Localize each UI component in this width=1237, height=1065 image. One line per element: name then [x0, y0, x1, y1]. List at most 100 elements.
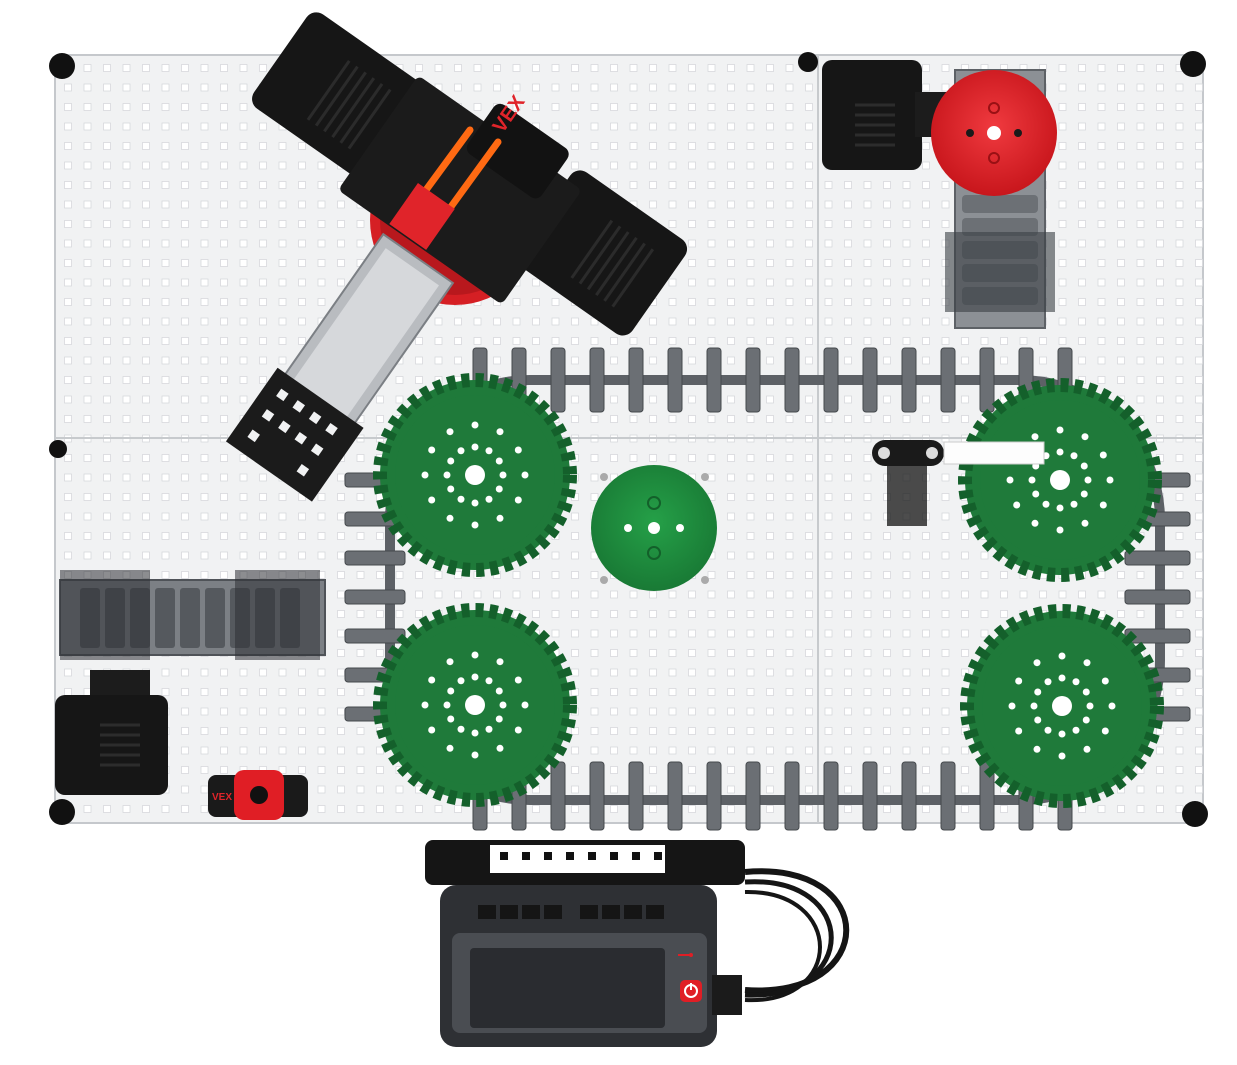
sprocket-hole: [1082, 688, 1090, 696]
chain-link: [784, 761, 800, 831]
sprocket-hole: [1072, 678, 1080, 686]
chain-link: [344, 550, 406, 566]
sprocket-hole: [499, 471, 507, 479]
sprocket-hole: [1070, 452, 1078, 460]
sprocket-hole: [428, 676, 436, 684]
sprocket-hole: [1083, 745, 1091, 753]
sprocket-hole: [428, 726, 436, 734]
sprocket-holes: [421, 421, 1116, 760]
chain-link: [979, 347, 995, 413]
sprocket-hole: [1056, 426, 1064, 434]
sprocket-hole: [1033, 745, 1041, 753]
sprocket-hole: [428, 496, 436, 504]
sprocket-hole: [495, 485, 503, 493]
sprocket-hole: [446, 744, 454, 752]
sprocket-hole: [495, 457, 503, 465]
sprocket-hole: [471, 443, 479, 451]
sprocket-hole: [1008, 702, 1016, 710]
sprocket-hole: [485, 677, 493, 685]
sprocket-hole: [471, 751, 479, 759]
sprocket-hole: [428, 446, 436, 454]
sprocket-hole: [1106, 476, 1114, 484]
sprocket-hole: [1058, 752, 1066, 760]
sprocket-hole: [496, 744, 504, 752]
sprocket-hole: [471, 499, 479, 507]
sprocket-hole: [1081, 519, 1089, 527]
sprocket-hole: [514, 676, 522, 684]
sprocket-hole: [499, 701, 507, 709]
chain-link: [589, 761, 605, 831]
sprocket-hole: [446, 514, 454, 522]
power-icon: [680, 980, 702, 1002]
chain-link: [862, 761, 878, 831]
sprocket-hole: [1099, 451, 1107, 459]
sprocket-hole: [421, 471, 429, 479]
sprocket-hole: [447, 715, 455, 723]
sprocket-hole: [1101, 727, 1109, 735]
chain-link: [344, 628, 406, 644]
chain-link: [862, 347, 878, 413]
chain-link: [667, 347, 683, 413]
sprocket-hole: [1108, 702, 1116, 710]
sprocket-hole: [457, 447, 465, 455]
sprocket-hole: [514, 446, 522, 454]
sprocket-hole: [1072, 726, 1080, 734]
sprocket-hole: [1080, 462, 1088, 470]
sprocket-hole: [1015, 677, 1023, 685]
usb-icon: [678, 953, 693, 957]
sprocket-hole: [471, 673, 479, 681]
chain-link: [784, 347, 800, 413]
sprocket-hole: [514, 496, 522, 504]
sprocket-hole: [495, 687, 503, 695]
sprocket-top-right: [958, 378, 1162, 582]
linear-slide: [59, 570, 326, 660]
sprocket-hole: [514, 726, 522, 734]
sprocket-hole: [1034, 688, 1042, 696]
chain-link: [823, 347, 839, 413]
sprocket-hole: [447, 687, 455, 695]
sprocket-hole: [1044, 726, 1052, 734]
sprocket-hole: [443, 471, 451, 479]
sprocket-hole: [1058, 652, 1066, 660]
sprocket-hole: [471, 651, 479, 659]
sprocket-hole: [1080, 490, 1088, 498]
sprocket-hole: [1101, 677, 1109, 685]
sprocket-hole: [457, 677, 465, 685]
chain-link: [940, 761, 956, 831]
sprocket-hole: [485, 495, 493, 503]
sprocket-hole: [457, 495, 465, 503]
chain-link: [1124, 550, 1191, 566]
arm-assembly: VEX: [225, 12, 688, 502]
sprocket-hole: [1032, 490, 1040, 498]
bottom-left-motor: [55, 670, 168, 795]
sprocket-hole: [1031, 433, 1039, 441]
sprocket-hole: [1033, 659, 1041, 667]
red-pulley-assembly: [822, 60, 1057, 329]
brain-cable: [744, 868, 850, 1003]
sprocket-hole: [1031, 519, 1039, 527]
chain-link: [589, 347, 605, 413]
sprocket-hole: [1070, 500, 1078, 508]
sprocket-hole: [1006, 476, 1014, 484]
sprocket-hole: [1083, 659, 1091, 667]
sprocket-bottom-left: [373, 603, 577, 807]
sprocket-hole: [1030, 702, 1038, 710]
bumper-logo: VEX: [212, 792, 232, 803]
sprocket-bottom-right: [960, 604, 1164, 808]
sprocket-hole: [1015, 727, 1023, 735]
chain-link: [1124, 589, 1191, 605]
sprocket-hole: [446, 658, 454, 666]
sprocket-hole: [421, 701, 429, 709]
sprocket-hole: [1034, 716, 1042, 724]
sprocket-hole: [1028, 476, 1036, 484]
sprocket-hole: [1042, 500, 1050, 508]
sprocket-hole: [471, 521, 479, 529]
sprocket-hole: [1099, 501, 1107, 509]
chain-link: [706, 347, 722, 413]
sprocket-hole: [446, 428, 454, 436]
sprocket-hole: [521, 701, 529, 709]
sprocket-hole: [1013, 501, 1021, 509]
sprocket-hole: [1056, 504, 1064, 512]
chain-link: [628, 761, 644, 831]
